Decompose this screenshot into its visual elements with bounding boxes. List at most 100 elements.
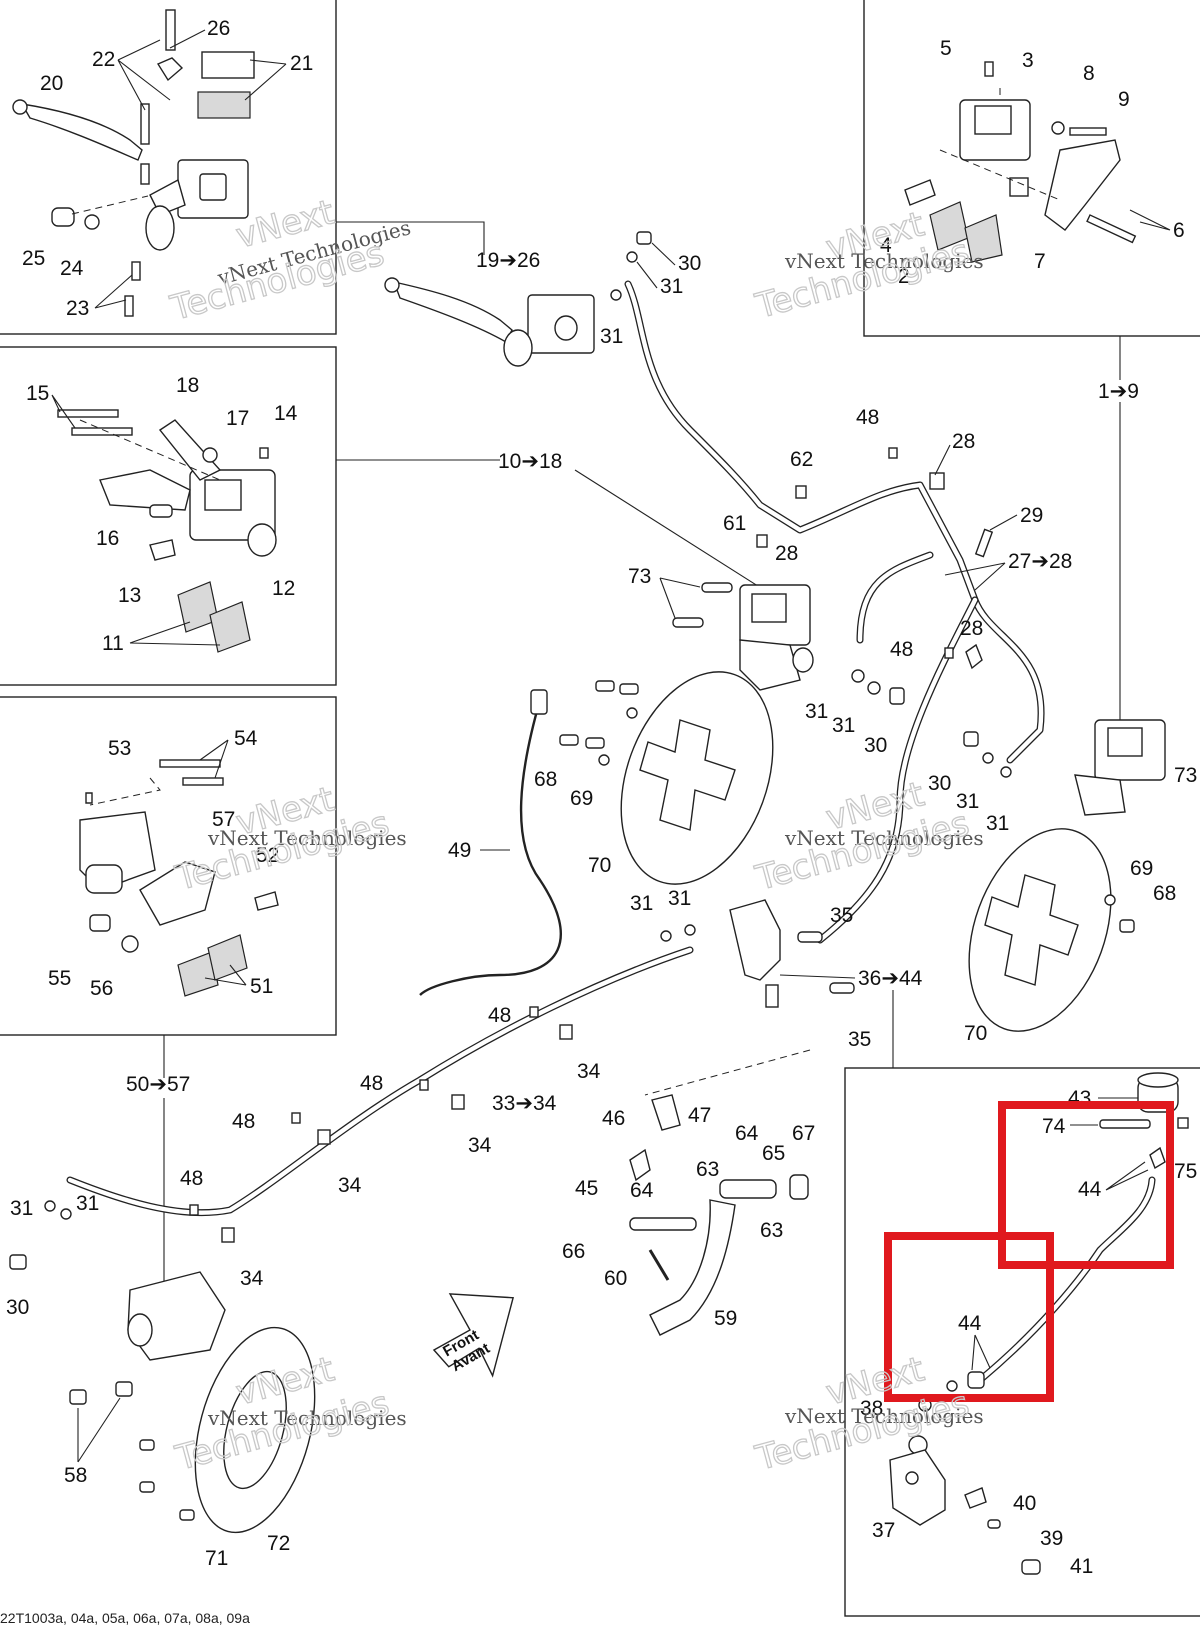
callout-17: 17: [226, 407, 249, 430]
highlight-box-lower: [884, 1232, 1054, 1402]
callout-28: 28: [952, 430, 975, 453]
callout-44: 44: [1078, 1178, 1102, 1201]
svg-text:vNext Technologies: vNext Technologies: [207, 826, 407, 850]
callout-31: 31: [600, 325, 623, 348]
highlight-box-upper: [998, 1101, 1174, 1269]
callout-68: 68: [1153, 882, 1176, 905]
callout-10-18: 10➔18: [498, 450, 562, 473]
center-caliper: [672, 582, 814, 691]
callout-75: 75: [1174, 1160, 1197, 1183]
callout-31: 31: [956, 790, 979, 813]
callout-35: 35: [848, 1028, 871, 1051]
callout-48: 48: [232, 1110, 255, 1133]
watermark-bottom-right: vNext vNext Technologies Technologies: [750, 1349, 984, 1480]
callout-34: 34: [577, 1060, 601, 1083]
callout-31: 31: [76, 1192, 99, 1215]
callout-58: 58: [64, 1464, 87, 1487]
front-direction-arrow: Front Avant: [432, 1293, 515, 1378]
callout-48: 48: [890, 638, 913, 661]
callout-11: 11: [102, 632, 124, 655]
right-caliper: [1074, 719, 1166, 816]
svg-text:vNext Technologies: vNext Technologies: [784, 826, 984, 850]
front-left-caliper-assembly: [57, 409, 277, 653]
callout-61: 61: [723, 512, 746, 535]
main-master-cylinder: [384, 277, 595, 367]
callout-7: 7: [1034, 250, 1046, 273]
proportioning-valve: [729, 899, 855, 1008]
callout-57: 57: [212, 808, 235, 831]
callout-31: 31: [986, 812, 1009, 835]
callout-64: 64: [630, 1179, 654, 1202]
callout-23: 23: [66, 297, 89, 320]
callout-70: 70: [964, 1022, 987, 1045]
callout-66: 66: [562, 1240, 585, 1263]
callout-1-9: 1➔9: [1098, 380, 1139, 403]
diagram-reference-code: 22T1003a, 04a, 05a, 06a, 07a, 08a, 09a: [0, 1610, 250, 1626]
callout-28: 28: [960, 617, 983, 640]
callout-49: 49: [448, 839, 471, 862]
brake-pedal: [629, 1094, 809, 1336]
callout-41: 41: [1070, 1555, 1093, 1578]
callout-38: 38: [860, 1397, 883, 1420]
callout-36-44: 36➔44: [858, 967, 923, 990]
callout-53: 53: [108, 737, 131, 760]
callout-39: 39: [1040, 1527, 1063, 1550]
callout-8: 8: [1083, 62, 1095, 85]
callout-30: 30: [678, 252, 701, 275]
callout-21: 21: [290, 52, 313, 75]
callout-9: 9: [1118, 88, 1130, 111]
callout-27-28: 27➔28: [1008, 550, 1072, 573]
svg-text:Technologies: Technologies: [166, 234, 388, 329]
callout-30: 30: [928, 772, 951, 795]
callout-20: 20: [40, 72, 63, 95]
callout-15: 15: [26, 382, 49, 405]
callout-69: 69: [570, 787, 593, 810]
callout-19-26: 19➔26: [476, 249, 540, 272]
callout-31: 31: [630, 892, 653, 915]
callout-74: 74: [1042, 1115, 1066, 1138]
front-right-caliper-assembly: [904, 61, 1137, 263]
svg-text:vNext Technologies: vNext Technologies: [784, 249, 984, 273]
brake-light-switch-wire: [419, 699, 563, 996]
callout-65: 65: [762, 1142, 785, 1165]
callout-33-34: 33➔34: [492, 1092, 557, 1115]
rear-brake-rotor: [194, 1326, 316, 1534]
callout-35: 35: [830, 904, 853, 927]
callout-4: 4: [880, 234, 892, 257]
callout-40: 40: [1013, 1492, 1036, 1515]
callout-30: 30: [864, 734, 887, 757]
svg-text:vNext Technologies: vNext Technologies: [784, 1404, 984, 1428]
callout-5: 5: [940, 37, 952, 60]
inset-front-master-cylinder: [0, 0, 337, 335]
callout-55: 55: [48, 967, 71, 990]
callout-70: 70: [588, 854, 611, 877]
callout-34: 34: [240, 1267, 264, 1290]
callout-50-57: 50➔57: [126, 1073, 190, 1096]
callout-28: 28: [775, 542, 798, 565]
callout-48: 48: [360, 1072, 383, 1095]
callout-45: 45: [575, 1177, 598, 1200]
inset-front-left-caliper: [0, 346, 337, 686]
callout-13: 13: [118, 584, 141, 607]
callout-24: 24: [60, 257, 84, 280]
inset-front-right-caliper: [863, 0, 1200, 337]
rear-caliper: [127, 1271, 226, 1361]
callout-31: 31: [668, 887, 691, 910]
callout-63: 63: [696, 1158, 719, 1181]
callout-73: 73: [1174, 764, 1197, 787]
callout-47: 47: [688, 1104, 711, 1127]
callout-25: 25: [22, 247, 45, 270]
callout-67: 67: [792, 1122, 815, 1145]
callout-69: 69: [1130, 857, 1153, 880]
callout-14: 14: [274, 402, 298, 425]
brake-hoses: [66, 280, 1045, 1217]
callout-31: 31: [805, 700, 828, 723]
svg-text:vNext Technologies: vNext Technologies: [207, 1406, 407, 1430]
master-cylinder-assembly: [12, 9, 255, 317]
callout-34: 34: [338, 1174, 362, 1197]
callout-62: 62: [790, 448, 813, 471]
callout-30: 30: [6, 1296, 29, 1319]
callout-37: 37: [872, 1519, 895, 1542]
fittings: [9, 231, 1135, 1521]
